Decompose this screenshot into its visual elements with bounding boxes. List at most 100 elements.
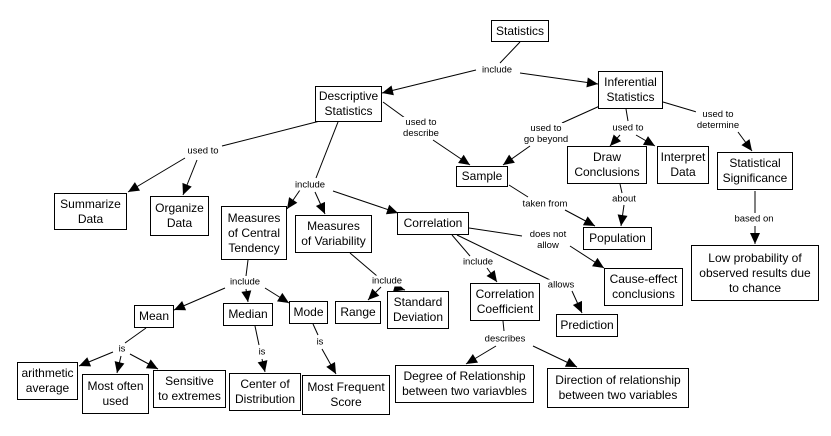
edge-determine-significance-arrowhead xyxy=(741,139,752,151)
label-is-mean: is xyxy=(117,343,127,355)
node-correlation-coefficient: Correlation Coefficient xyxy=(470,283,540,321)
edge-correlation-doesnotallow-line xyxy=(468,227,523,237)
node-sensitive-extremes: Sensitive to extremes xyxy=(153,370,226,408)
edge-coefficient-describes-line xyxy=(502,320,505,332)
edge-include-mct-arrowhead xyxy=(287,197,298,209)
edge-includemct-mean-arrowhead xyxy=(174,301,187,311)
label-describes: describes xyxy=(483,333,527,345)
edge-include-variability-arrowhead xyxy=(315,201,325,214)
edge-mct-include-line xyxy=(245,259,249,277)
edge-basedon-lowprob-arrowhead xyxy=(750,233,760,244)
label-about: about xyxy=(611,193,637,205)
edge-allows-prediction-arrowhead xyxy=(572,300,582,313)
edge-includevar-range-arrowhead xyxy=(368,288,380,300)
label-used-to-determine: used to determine xyxy=(695,109,741,131)
node-direction-relationship: Direction of relationship between two va… xyxy=(547,368,689,408)
node-standard-deviation: Standard Deviation xyxy=(387,291,449,329)
label-used-to-describe: used to describe xyxy=(402,117,440,139)
label-is-mode: is xyxy=(315,336,325,348)
edge-include-inferential-arrowhead xyxy=(586,77,598,88)
edge-statistics-include-line xyxy=(499,41,521,64)
node-mode: Mode xyxy=(289,301,328,324)
edge-usedto-interpret-arrowhead xyxy=(642,136,655,146)
node-measures-central-tendency: Measures of Central Tendency xyxy=(221,206,287,260)
edge-inferential-determine-line xyxy=(662,101,701,114)
node-median: Median xyxy=(223,303,273,326)
edge-mean-is-line xyxy=(124,327,147,344)
edge-includemct-mode-arrowhead xyxy=(277,292,289,303)
edge-is-mostoften-arrowhead xyxy=(114,361,125,373)
node-inferential-statistics: Inferential Statistics xyxy=(598,71,663,109)
node-mean: Mean xyxy=(134,305,174,328)
node-prediction: Prediction xyxy=(556,314,618,337)
edge-sample-takenfrom-line xyxy=(508,184,529,198)
edge-usedto-organize-arrowhead xyxy=(182,182,192,195)
node-range: Range xyxy=(335,301,381,324)
label-include-top: include xyxy=(480,64,514,76)
node-measures-variability: Measures of Variability xyxy=(295,215,372,253)
edge-correlation-includecc-line xyxy=(451,234,471,257)
label-taken-from: taken from xyxy=(521,198,569,210)
node-descriptive-statistics: Descriptive Statistics xyxy=(315,86,382,122)
edge-about-population-arrowhead xyxy=(617,214,628,226)
label-does-not-allow: does not allow xyxy=(528,229,568,251)
edge-descriptive-usedto-line xyxy=(221,120,321,147)
edge-descriptive-describe-line xyxy=(382,101,406,119)
node-population: Population xyxy=(583,227,652,250)
edge-doesnotallow-causeeffect-arrowhead xyxy=(592,257,604,268)
edge-describes-degree-arrowhead xyxy=(466,354,479,364)
label-include-central-tendency: include xyxy=(228,276,262,288)
label-used-to-go-beyond: used to go beyond xyxy=(522,123,570,145)
edge-draw-about-line xyxy=(619,183,623,194)
edge-include-descriptive-line xyxy=(381,69,477,94)
node-statistics: Statistics xyxy=(491,20,549,42)
edge-ismedian-center-arrowhead xyxy=(257,360,268,372)
node-cause-effect: Cause-effect conclusions xyxy=(604,268,683,306)
edge-describe-sample-arrowhead xyxy=(458,154,470,165)
node-low-probability: Low probability of observed results due … xyxy=(691,245,819,301)
node-most-frequent-score: Most Frequent Score xyxy=(302,375,390,415)
node-draw-conclusions: Draw Conclusions xyxy=(567,146,647,184)
edge-describes-direction-arrowhead xyxy=(564,357,577,367)
edge-is-sensitive-arrowhead xyxy=(145,359,158,369)
edge-ismode-frequent-arrowhead xyxy=(326,361,336,374)
edge-mode-is-line xyxy=(312,323,319,336)
node-most-often-used: Most often used xyxy=(82,374,149,414)
node-correlation: Correlation xyxy=(397,212,469,235)
label-include-variability: include xyxy=(370,275,404,287)
edge-include-correlation-line xyxy=(332,190,399,214)
label-used-to-summarize: used to xyxy=(186,145,220,157)
edge-include-correlation-arrowhead xyxy=(385,204,398,215)
edge-is-arithmetic-arrowhead xyxy=(79,357,92,367)
edge-usedto-summarize-line xyxy=(127,157,186,193)
edge-includemct-median-arrowhead xyxy=(241,290,252,302)
node-degree-relationship: Degree of Relationship between two varia… xyxy=(395,365,534,403)
label-allows: allows xyxy=(546,279,576,291)
node-statistical-significance: Statistical Significance xyxy=(717,152,793,190)
edge-takenfrom-population-arrowhead xyxy=(582,216,595,226)
label-is-median: is xyxy=(257,346,267,358)
node-interpret-data: Interpret Data xyxy=(657,146,709,184)
node-organize-data: Organize Data xyxy=(150,196,209,236)
node-center-distribution: Center of Distribution xyxy=(229,373,301,411)
label-include-correlation: include xyxy=(461,256,495,268)
node-summarize-data: Summarize Data xyxy=(54,193,127,230)
edge-includecc-coefficient-arrowhead xyxy=(486,270,497,282)
edge-descriptive-include-line xyxy=(315,121,339,179)
edge-median-is-line xyxy=(254,325,260,346)
edge-inferential-usedto-line xyxy=(625,108,629,122)
node-arithmetic-average: arithmetic average xyxy=(17,362,78,400)
edge-beyond-sample-arrowhead xyxy=(503,154,515,165)
edge-variability-include-line xyxy=(349,252,378,277)
node-sample: Sample xyxy=(456,166,508,187)
edge-usedto-draw-arrowhead xyxy=(610,134,622,146)
label-used-to-conclusions: used to xyxy=(611,122,645,134)
label-include-descriptive: include xyxy=(293,179,327,191)
label-based-on: based on xyxy=(733,213,775,225)
edge-inferential-beyond-line xyxy=(561,104,603,124)
edge-include-descriptive-arrowhead xyxy=(382,85,394,96)
edge-correlation-allows-line xyxy=(456,234,551,281)
edge-usedto-summarize-arrowhead xyxy=(128,182,141,192)
